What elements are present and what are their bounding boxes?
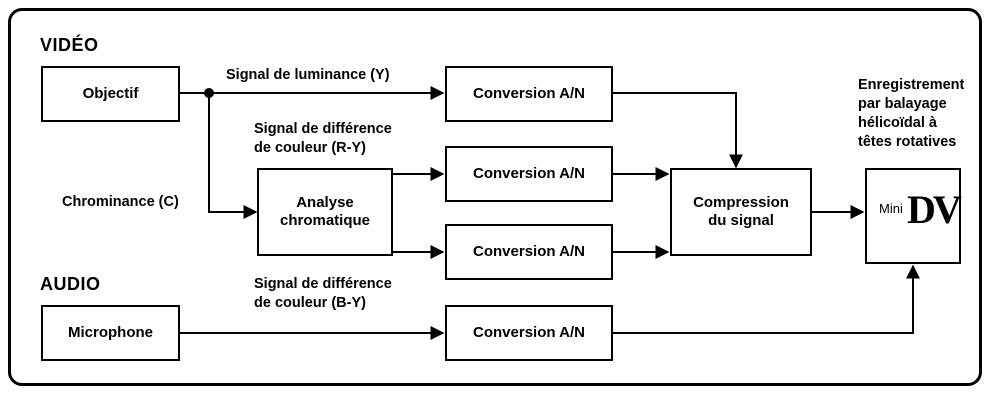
arrow-chrominance	[208, 93, 258, 219]
section-audio: AUDIO	[40, 274, 101, 294]
arrow-conv4-recorder	[613, 264, 920, 334]
diagram-frame	[8, 8, 982, 386]
conversion-block-2: Conversion A/N	[445, 146, 613, 202]
arrow-conv1-compression	[613, 92, 743, 169]
conversion-block-4: Conversion A/N	[445, 305, 613, 361]
compression-block: Compression du signal	[670, 168, 812, 256]
recorder-caption: Enregistrement par balayage hélicoïdal à…	[858, 77, 965, 150]
minidv-logo-mini: Mini	[879, 201, 903, 216]
conversion-block-1: Conversion A/N	[445, 66, 613, 122]
analyse-chromatique-block: Analyse chromatique	[257, 168, 393, 256]
objectif-block: Objectif	[41, 66, 180, 122]
label-chrominance: Chrominance (C)	[62, 194, 179, 210]
label-ry: Signal de différence de couleur (R-Y)	[254, 121, 392, 156]
conversion-block-3: Conversion A/N	[445, 224, 613, 280]
label-by: Signal de différence de couleur (B-Y)	[254, 276, 392, 311]
minidv-recorder-block: Mini DV	[865, 168, 962, 264]
section-video: VIDÉO	[40, 35, 99, 55]
microphone-block: Microphone	[41, 305, 180, 361]
minidv-logo-dv: DV	[907, 187, 962, 232]
junction-dot	[204, 88, 214, 98]
label-luminance: Signal de luminance (Y)	[226, 67, 390, 83]
